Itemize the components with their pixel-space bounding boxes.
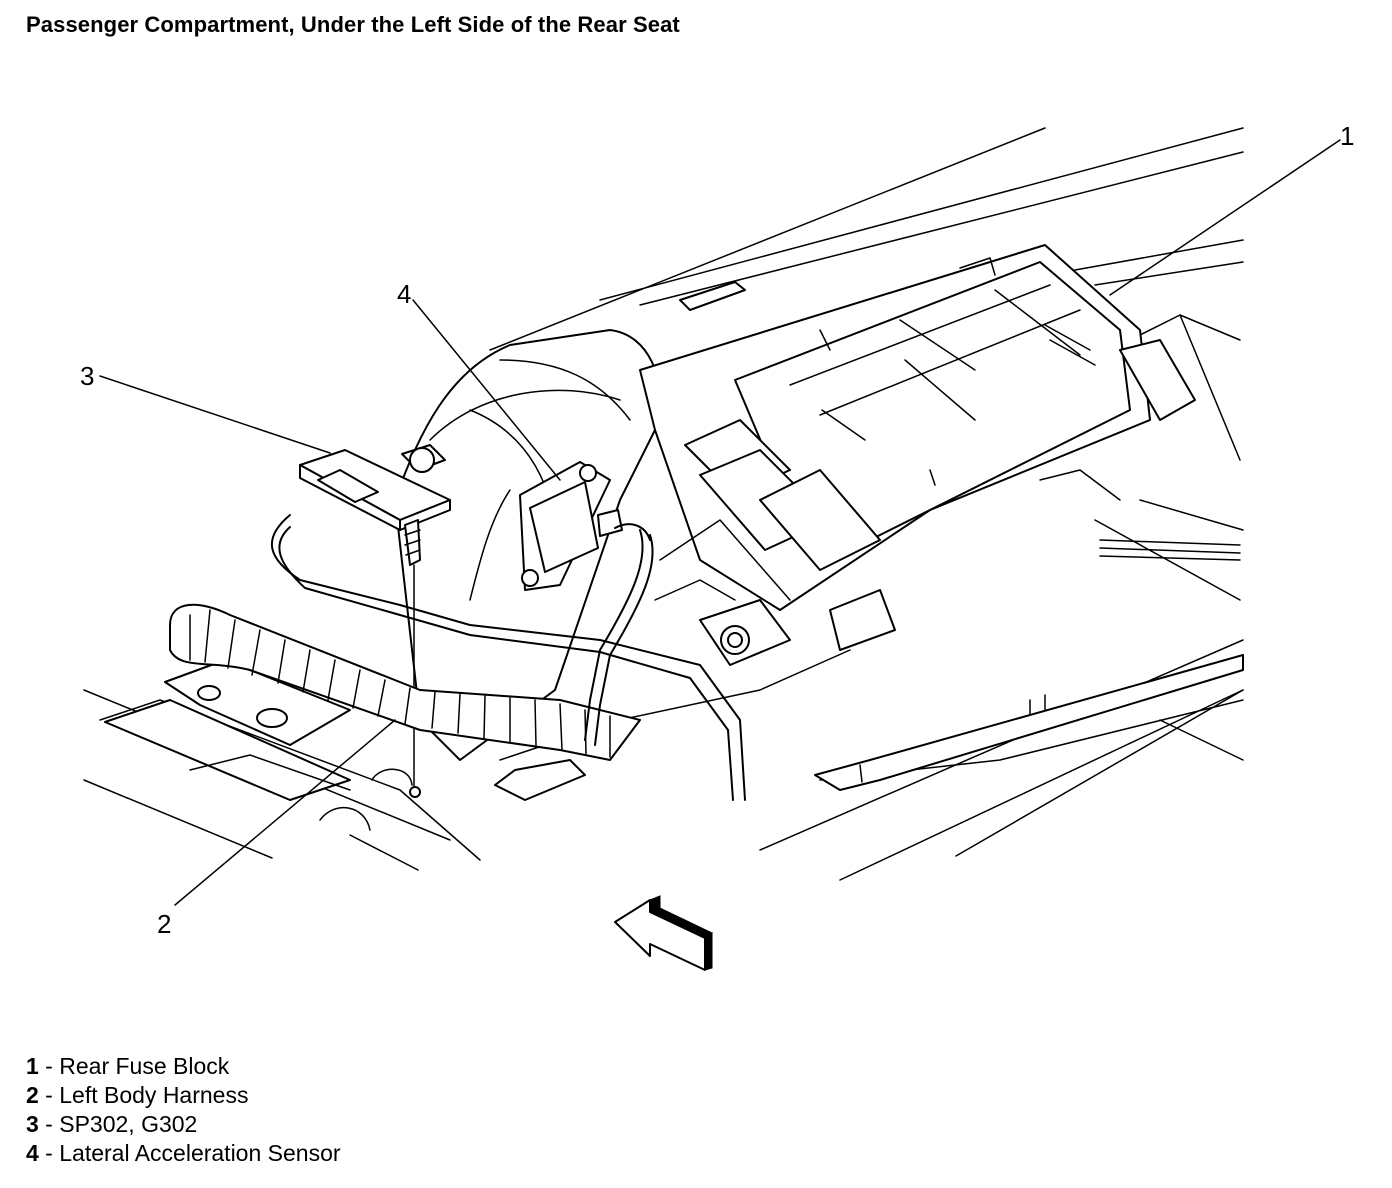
floor-panel: [83, 127, 1244, 881]
callout-number-4: 4: [397, 279, 411, 309]
legend-item-3: 3 - SP302, G302: [26, 1110, 341, 1139]
legend-label: SP302, G302: [59, 1111, 198, 1137]
lateral-acceleration-sensor: [519, 461, 623, 591]
callout-number-2: 2: [157, 909, 171, 939]
legend-number: 2: [26, 1082, 39, 1108]
legend-separator: -: [38, 1053, 60, 1079]
legend-item-4: 4 - Lateral Acceleration Sensor: [26, 1139, 341, 1168]
legend-separator: -: [38, 1111, 60, 1137]
callout-number-1: 1: [1340, 121, 1354, 151]
splice-ground-block: [299, 444, 451, 798]
callout-number-3: 3: [80, 361, 94, 391]
callout-leaders: [99, 139, 1341, 906]
legend: 1 - Rear Fuse Block 2 - Left Body Harnes…: [26, 1052, 341, 1168]
legend-separator: -: [38, 1140, 60, 1166]
legend-label: Rear Fuse Block: [59, 1053, 230, 1079]
legend-number: 1: [26, 1053, 39, 1079]
legend-label: Lateral Acceleration Sensor: [59, 1140, 341, 1166]
legend-item-1: 1 - Rear Fuse Block: [26, 1052, 341, 1081]
rear-fuse-block: [639, 244, 1196, 666]
legend-label: Left Body Harness: [59, 1082, 249, 1108]
legend-number: 3: [26, 1111, 39, 1137]
left-body-harness: [169, 514, 746, 801]
legend-number: 4: [26, 1140, 39, 1166]
diagram-title: Passenger Compartment, Under the Left Si…: [26, 12, 680, 37]
front-direction-arrow-icon: [614, 895, 713, 971]
legend-separator: -: [38, 1082, 60, 1108]
legend-item-2: 2 - Left Body Harness: [26, 1081, 341, 1110]
